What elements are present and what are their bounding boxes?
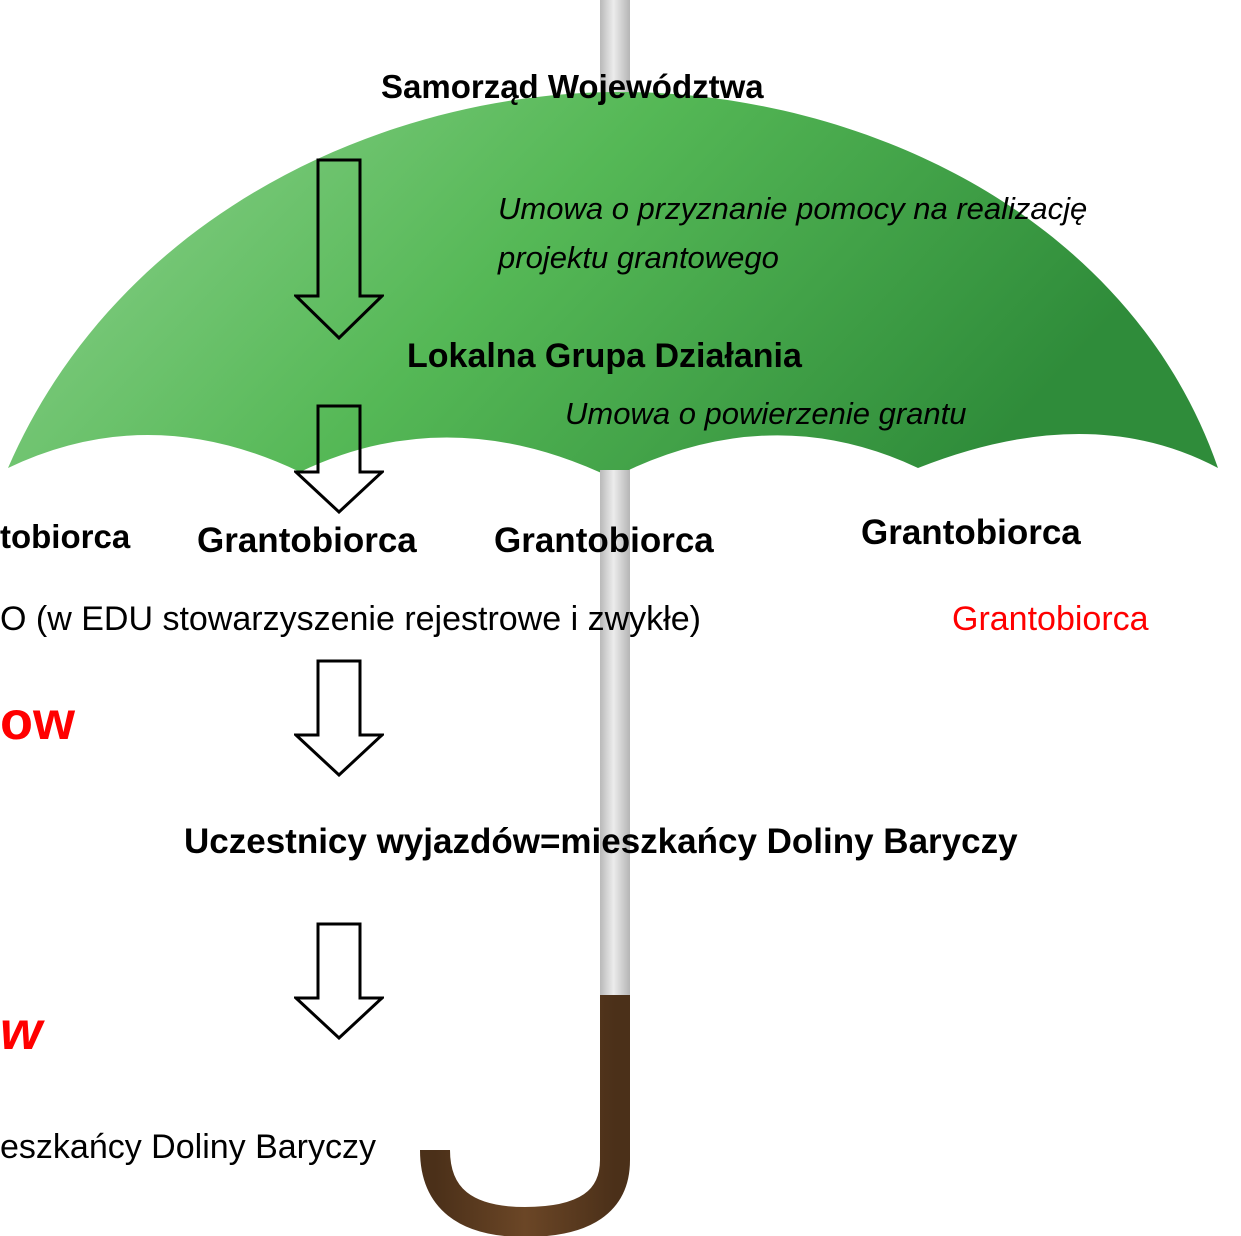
- label-contract-1-line-1: Umowa o przyznanie pomocy na realizację: [498, 191, 1088, 226]
- label-grantee-partial: tobiorca: [0, 518, 131, 555]
- down-arrow-icon: [294, 659, 384, 777]
- down-arrow-icon: [294, 404, 384, 514]
- label-grantee-red: Grantobiorca: [952, 600, 1149, 638]
- label-red-fragment-1: ow: [0, 691, 75, 751]
- label-grantee-1: Grantobiorca: [197, 521, 417, 560]
- label-residents-partial: eszkańcy Doliny Baryczy: [0, 1128, 377, 1166]
- down-arrow-icon: [294, 922, 384, 1040]
- label-ngo-line: O (w EDU stowarzyszenie rejestrowe i zwy…: [0, 600, 701, 638]
- label-samorzad: Samorząd Województwa: [381, 68, 764, 105]
- umbrella-handle: [420, 995, 630, 1236]
- label-red-fragment-2: w: [0, 1001, 43, 1061]
- label-grantee-2: Grantobiorca: [494, 521, 714, 560]
- label-lgd: Lokalna Grupa Działania: [407, 337, 802, 375]
- label-contract-2: Umowa o powierzenie grantu: [565, 396, 967, 431]
- label-grantee-3: Grantobiorca: [861, 513, 1081, 552]
- down-arrow-icon: [294, 158, 384, 340]
- label-participants: Uczestnicy wyjazdów=mieszkańcy Doliny Ba…: [184, 822, 1018, 861]
- umbrella-canopy: [8, 92, 1218, 478]
- label-contract-1-line-2: projektu grantowego: [498, 240, 779, 275]
